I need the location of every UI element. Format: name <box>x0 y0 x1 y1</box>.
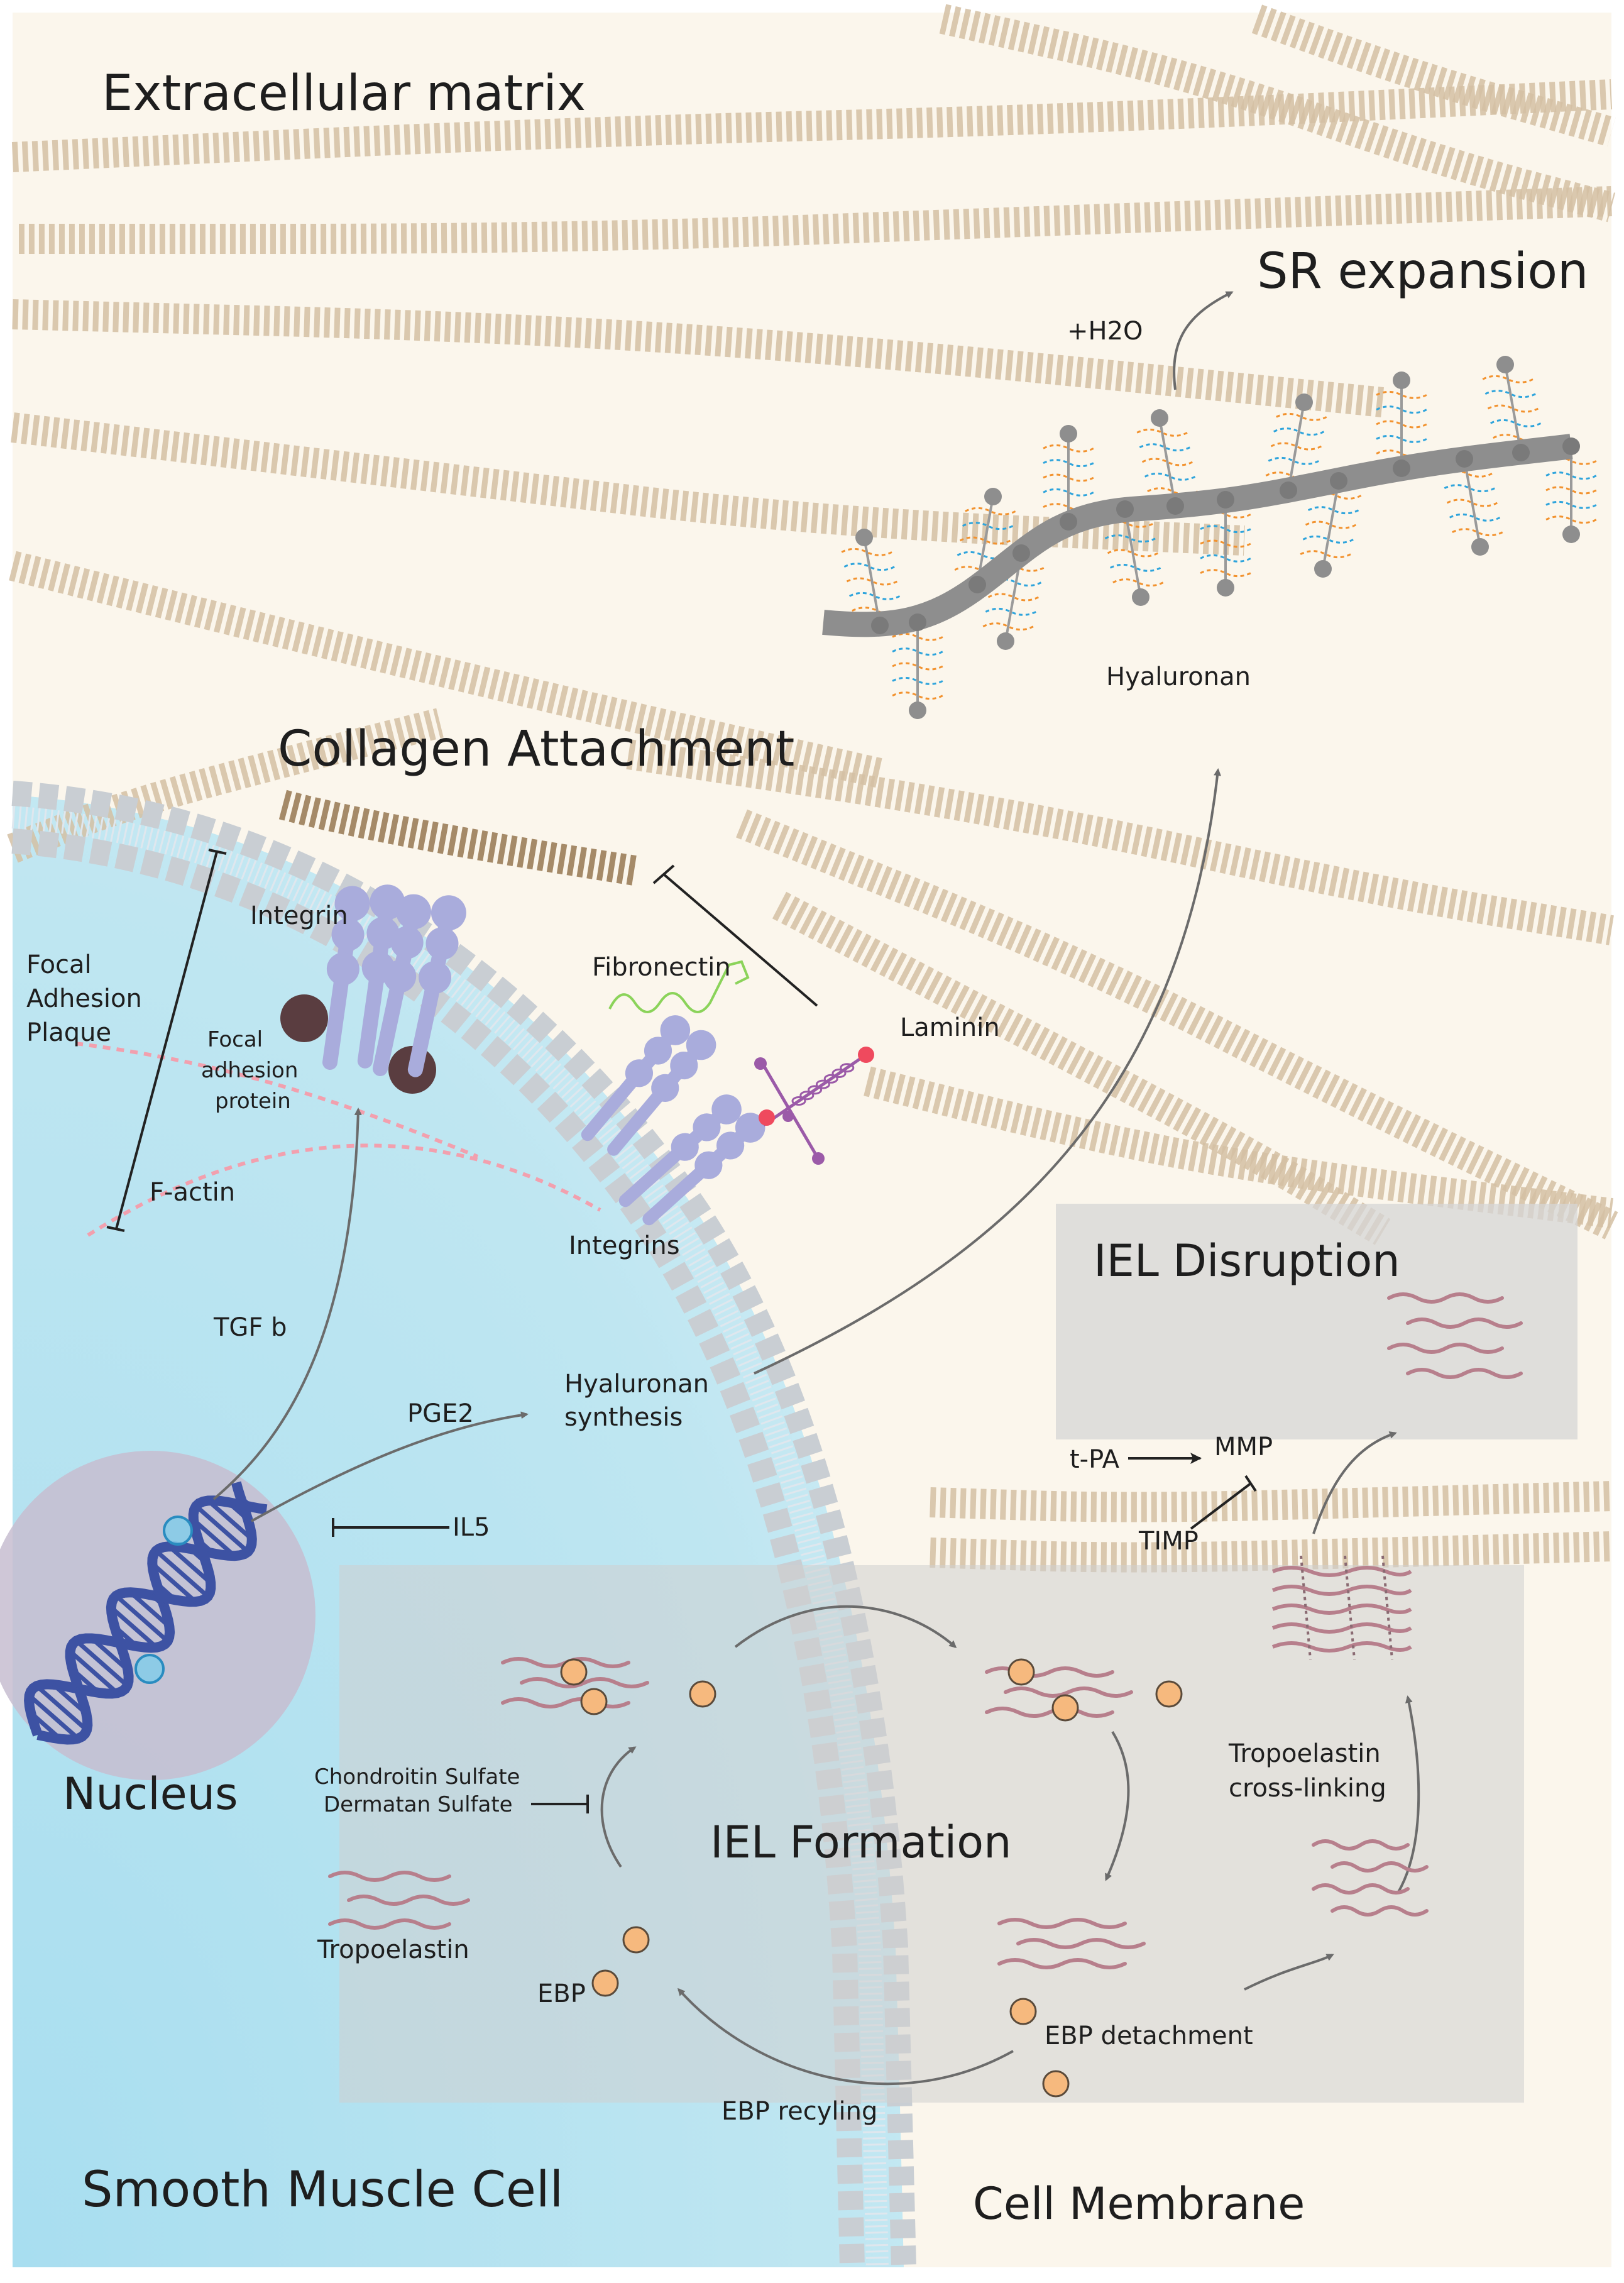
focal-adhesion-protein-line-3: protein <box>215 1089 291 1114</box>
collagen-attachment-label: Collagen Attachment <box>278 721 794 778</box>
proteoglycan-bristles <box>841 364 1597 710</box>
dermatan-sulfate-label: Dermatan Sulfate <box>324 1792 513 1817</box>
il5-label: IL5 <box>453 1513 490 1542</box>
ebp-label: EBP <box>537 1979 586 2008</box>
hyaluronan-synthesis-line-1: Hyaluronan <box>564 1370 709 1399</box>
iel-disruption-label: IEL Disruption <box>1094 1235 1400 1287</box>
iel-formation-box <box>339 1565 1524 2103</box>
dna-helix <box>24 1481 268 1745</box>
ebp-recycling-label: EBP recyling <box>721 2097 877 2126</box>
focal-adhesion-bracket <box>106 849 227 1232</box>
tropoelastin-crosslinking-line-2: cross-linking <box>1229 1774 1386 1803</box>
focal-adhesion-protein-line-2: adhesion <box>201 1058 298 1083</box>
fibronectin-label: Fibronectin <box>592 953 731 982</box>
integrins <box>322 884 765 1226</box>
hyaluronan-complex <box>822 356 1597 719</box>
laminin-molecule <box>754 1047 874 1165</box>
integrins-label: Integrins <box>569 1231 680 1260</box>
fibronectin-strand <box>608 960 750 1013</box>
tpa-label: t-PA <box>1070 1445 1120 1474</box>
f-actin-label: F-actin <box>150 1178 235 1207</box>
iel-formation-label: IEL Formation <box>710 1817 1011 1868</box>
focal-adhesion-protein-line-1: Focal <box>207 1027 263 1052</box>
laminin-label: Laminin <box>900 1013 1000 1042</box>
f-actin-filaments <box>75 1042 601 1237</box>
pge2-label: PGE2 <box>407 1399 474 1428</box>
hyaluronan-backbone <box>822 434 1573 637</box>
tropoelastin-strands <box>328 1292 1523 1969</box>
focal-adhesion-plaque-line-3: Plaque <box>26 1018 111 1047</box>
cell-membrane-label: Cell Membrane <box>973 2178 1305 2230</box>
sr-expansion-label: SR expansion <box>1257 243 1589 300</box>
hyaluronan-synthesis-line-2: synthesis <box>564 1403 683 1432</box>
integrin-label: Integrin <box>250 901 348 930</box>
smooth-muscle-cell-label: Smooth Muscle Cell <box>82 2162 563 2218</box>
pathway-arrows <box>212 291 1420 2086</box>
ebp-particles <box>560 1658 1183 2098</box>
inhibition-lines <box>332 864 1257 1813</box>
timp-label: TIMP <box>1138 1527 1199 1556</box>
tgf-b-label: TGF b <box>213 1313 287 1342</box>
chondroitin-sulfate-label: Chondroitin Sulfate <box>314 1764 520 1790</box>
focal-adhesion-plaque-line-2: Adhesion <box>26 984 142 1013</box>
focal-adhesion-plaque-line-1: Focal <box>26 950 92 979</box>
core-protein-dots <box>855 356 1580 719</box>
hyaluronan-label: Hyaluronan <box>1106 663 1251 691</box>
tropoelastin-label: Tropoelastin <box>317 1935 469 1964</box>
focal-adhesion-protein-1 <box>280 994 328 1042</box>
mmp-label: MMP <box>1214 1433 1273 1461</box>
nucleus-label: Nucleus <box>63 1768 238 1820</box>
h2o-label: +H2O <box>1067 317 1143 346</box>
extracellular-matrix-label: Extracellular matrix <box>102 65 586 122</box>
tropoelastin-crosslinking-line-1: Tropoelastin <box>1228 1739 1381 1768</box>
ebp-detachment-label: EBP detachment <box>1045 2022 1253 2050</box>
